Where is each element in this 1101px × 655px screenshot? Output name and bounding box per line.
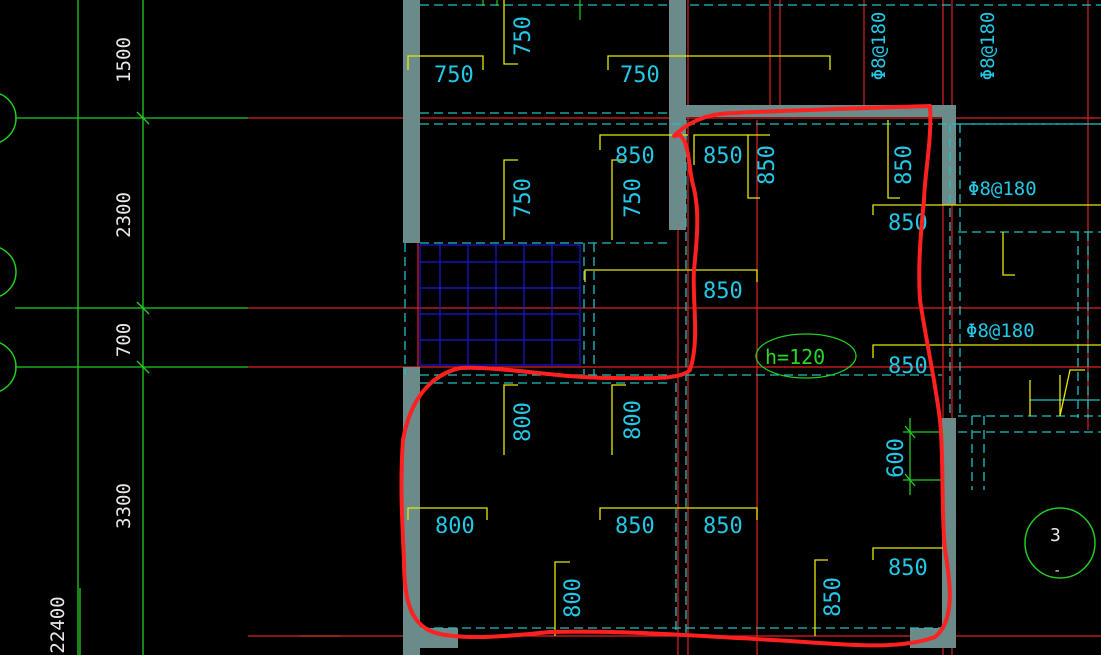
grid-spacing-700: 700 <box>113 323 135 357</box>
axis-bubble-sub: - <box>1053 563 1061 579</box>
grid-spacing-total: 22400 <box>47 596 69 653</box>
rebar-label-b: Φ8@180 <box>977 12 999 81</box>
dim-750-e: 750 <box>621 178 646 218</box>
dim-750-a: 750 <box>434 63 474 88</box>
hatch-area <box>419 244 581 366</box>
markup-outline <box>399 104 952 648</box>
dim-850-h: 850 <box>703 514 743 539</box>
top-ticks <box>482 0 581 20</box>
grid-spacing-3300: 3300 <box>113 483 135 529</box>
dim-750-d: 750 <box>511 178 536 218</box>
grid-spacing-2300: 2300 <box>113 192 135 238</box>
dim-800-d: 800 <box>561 578 586 618</box>
dim-850-k: 850 <box>888 354 928 379</box>
rebar-label-c: Φ8@180 <box>968 178 1037 200</box>
slab-thickness-ellipse <box>755 333 857 379</box>
dim-800-a: 800 <box>511 402 536 442</box>
left-dimension-grid <box>15 0 340 655</box>
rebar-label-d: Φ8@180 <box>966 320 1035 342</box>
dim-800-c: 800 <box>435 514 475 539</box>
slab-thickness-label: h=120 <box>765 345 825 369</box>
grid-spacing-1500: 1500 <box>113 37 135 83</box>
axis-bubble-right: 3 - <box>1024 507 1096 579</box>
dim-600: 600 <box>884 438 909 478</box>
dim-800-b: 800 <box>621 400 646 440</box>
left-grid-ticks <box>136 111 150 374</box>
dim-850-c: 850 <box>755 145 780 185</box>
axis-bubble-label: 3 <box>1050 525 1061 546</box>
dim-850-j: 850 <box>888 556 928 581</box>
axis-bubbles-left <box>0 93 17 392</box>
dimension-600 <box>903 418 945 495</box>
dim-850-a: 850 <box>615 144 655 169</box>
dimension-leaders <box>407 0 1101 636</box>
dim-850-d: 850 <box>892 145 917 185</box>
dim-850-g: 850 <box>615 514 655 539</box>
rebar-label-a: Φ8@180 <box>868 12 890 81</box>
dim-850-f: 850 <box>703 279 743 304</box>
dim-850-i: 850 <box>821 577 846 617</box>
dim-750-b: 750 <box>620 63 660 88</box>
dim-850-b: 850 <box>703 144 743 169</box>
dim-750-c: 750 <box>511 16 536 56</box>
